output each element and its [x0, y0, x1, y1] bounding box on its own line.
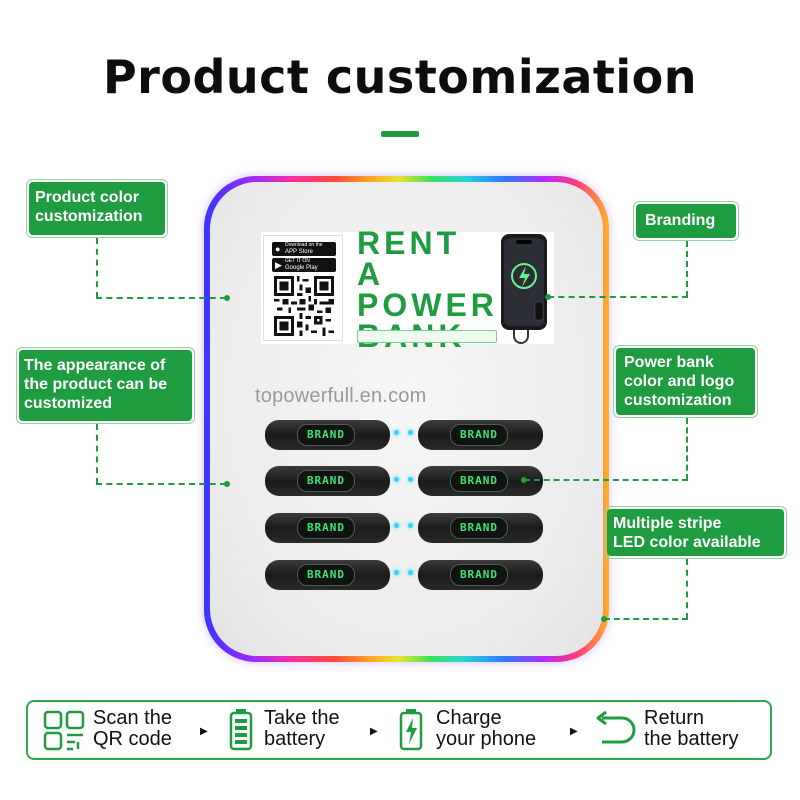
brand-logo: BRAND	[297, 470, 355, 492]
watermark: topowerfull.en.com	[255, 385, 427, 407]
mini-steps-strip	[357, 330, 497, 343]
app-store-badge: ● Download on the APP Store	[272, 242, 336, 256]
leader-dot	[545, 294, 551, 300]
page-title: Product customization	[102, 50, 698, 104]
brand-logo: BRAND	[297, 424, 355, 446]
battery-icon	[229, 709, 253, 751]
callout-power-bank: Power bank color and logo customization	[616, 348, 755, 415]
slot-led	[394, 570, 399, 575]
phone-with-powerbank-icon	[501, 234, 547, 330]
leader-line	[686, 418, 688, 480]
step-return-label: Return the battery	[644, 707, 739, 750]
slot-led	[408, 430, 413, 435]
brand-logo: BRAND	[450, 470, 508, 492]
usage-steps-bar	[26, 700, 772, 760]
arrow-icon: ▶	[570, 726, 578, 737]
title-underline	[381, 131, 419, 137]
callout-frame	[16, 347, 195, 424]
power-bank-slot[interactable]: BRAND	[418, 554, 543, 594]
leader-line	[96, 238, 98, 298]
charging-battery-icon	[399, 709, 423, 751]
apple-icon: ●	[275, 244, 281, 254]
app-download-panel: ● Download on the APP Store ▶ GET IT ON …	[263, 235, 343, 341]
leader-line	[524, 479, 688, 481]
return-arrow-icon	[596, 710, 636, 744]
power-bank-slot[interactable]: BRAND	[418, 414, 543, 454]
slot-led	[394, 430, 399, 435]
slot-led	[408, 570, 413, 575]
callout-frame	[26, 179, 168, 238]
brand-logo: BRAND	[450, 517, 508, 539]
charging-cable	[513, 330, 529, 344]
power-bank-slot[interactable]: BRAND	[265, 414, 390, 454]
callout-product-color: Product color customization	[29, 182, 165, 235]
callout-frame	[613, 345, 758, 418]
brand-logo: BRAND	[297, 564, 355, 586]
leader-line	[96, 483, 226, 485]
power-bank-slot[interactable]: BRAND	[265, 507, 390, 547]
leader-line	[686, 559, 688, 619]
slot-led	[408, 477, 413, 482]
brand-logo: BRAND	[297, 517, 355, 539]
power-bank-slot[interactable]: BRAND	[418, 507, 543, 547]
power-bank-slot[interactable]: BRAND	[265, 460, 390, 500]
leader-dot	[521, 477, 527, 483]
qr-code	[274, 276, 334, 336]
callout-stripe-led: Multiple stripe LED color available	[607, 509, 784, 556]
callout-frame	[633, 201, 739, 241]
leader-dot	[224, 481, 230, 487]
leader-dot	[224, 295, 230, 301]
brand-logo: BRAND	[450, 424, 508, 446]
leader-dot	[601, 616, 607, 622]
step-take-label: Take the battery	[264, 707, 340, 750]
leader-line	[548, 296, 688, 298]
step-scan-label: Scan the QR code	[93, 707, 172, 750]
slot-led	[394, 523, 399, 528]
leader-line	[96, 297, 226, 299]
play-icon: ▶	[275, 260, 282, 270]
power-bank-slot[interactable]: BRAND	[265, 554, 390, 594]
slot-led	[408, 523, 413, 528]
qr-scan-icon	[43, 710, 85, 751]
arrow-icon: ▶	[200, 726, 208, 737]
callout-frame	[604, 506, 787, 559]
arrow-icon: ▶	[370, 726, 378, 737]
callout-appearance: The appearance of the product can be cus…	[19, 350, 192, 421]
brand-logo: BRAND	[450, 564, 508, 586]
leader-line	[686, 241, 688, 297]
leader-line	[96, 424, 98, 484]
step-charge-label: Charge your phone	[436, 707, 537, 750]
google-play-badge: ▶ GET IT ON Google Play	[272, 258, 336, 272]
callout-branding: Branding	[636, 204, 736, 238]
slot-led	[394, 477, 399, 482]
leader-line	[604, 618, 688, 620]
